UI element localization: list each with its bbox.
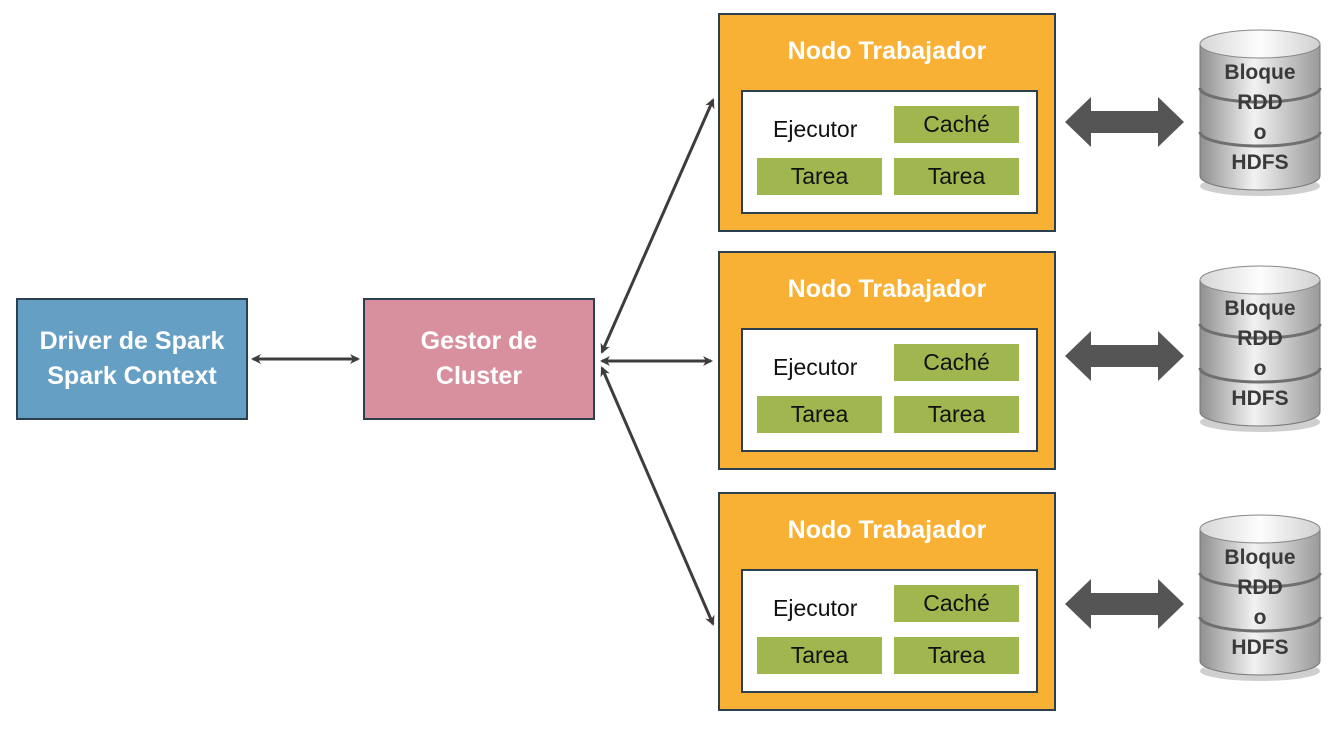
storage-label-line2: RDD: [1237, 91, 1283, 114]
worker-node-3: Nodo Trabajador Ejecutor Caché Tarea Tar…: [718, 492, 1056, 711]
cache-chip: Caché: [894, 106, 1019, 143]
task-chip: Tarea: [757, 637, 882, 674]
worker-title: Nodo Trabajador: [787, 37, 987, 65]
worker-title: Nodo Trabajador: [787, 516, 987, 544]
storage-label-line4: HDFS: [1231, 387, 1289, 410]
storage-label-line3: o: [1253, 357, 1267, 380]
worker-node-2: Nodo Trabajador Ejecutor Caché Tarea Tar…: [718, 251, 1056, 470]
arrow-cluster-worker-3: [600, 366, 715, 626]
task-chip: Tarea: [757, 396, 882, 433]
executor-panel: Ejecutor Caché Tarea Tarea: [741, 569, 1038, 693]
executor-label: Ejecutor: [773, 116, 858, 142]
arrow-cluster-worker-1: [600, 98, 715, 354]
task-chip: Tarea: [757, 158, 882, 195]
storage-label-line1: Bloque: [1224, 546, 1296, 569]
storage-label-line4: HDFS: [1231, 151, 1289, 174]
storage-label-line1: Bloque: [1224, 61, 1296, 84]
storage-label-line3: o: [1253, 606, 1267, 629]
executor-panel: Ejecutor Caché Tarea Tarea: [741, 328, 1038, 452]
storage-database-1: Bloque RDD o HDFS: [1198, 26, 1322, 198]
cluster-label-line1: Gestor de: [420, 327, 538, 355]
storage-database-3: Bloque RDD o HDFS: [1198, 511, 1322, 683]
spark-driver-box: Driver de Spark Spark Context: [16, 298, 248, 420]
storage-label-line2: RDD: [1237, 576, 1283, 599]
database-icon: [1198, 29, 1322, 196]
cache-chip: Caché: [894, 344, 1019, 381]
storage-label-line4: HDFS: [1231, 636, 1289, 659]
executor-label: Ejecutor: [773, 354, 858, 380]
worker-node-1: Nodo Trabajador Ejecutor Caché Tarea Tar…: [718, 13, 1056, 232]
storage-label-line2: RDD: [1237, 327, 1283, 350]
fat-arrow-worker-3-storage: [1065, 579, 1184, 629]
cluster-manager-box: Gestor de Cluster: [363, 298, 595, 420]
database-icon: [1198, 265, 1322, 432]
task-chip: Tarea: [894, 637, 1019, 674]
cluster-label-line2: Cluster: [435, 362, 523, 390]
storage-label-line1: Bloque: [1224, 297, 1296, 320]
fat-arrow-worker-1-storage: [1065, 97, 1184, 147]
task-chip: Tarea: [894, 158, 1019, 195]
worker-title: Nodo Trabajador: [787, 275, 987, 303]
storage-database-2: Bloque RDD o HDFS: [1198, 262, 1322, 434]
cache-chip: Caché: [894, 585, 1019, 622]
database-icon: [1198, 514, 1322, 681]
driver-label-line1: Driver de Spark: [39, 327, 225, 355]
task-chip: Tarea: [894, 396, 1019, 433]
driver-label-line2: Spark Context: [47, 362, 217, 390]
executor-panel: Ejecutor Caché Tarea Tarea: [741, 90, 1038, 214]
fat-arrow-worker-2-storage: [1065, 331, 1184, 381]
executor-label: Ejecutor: [773, 595, 858, 621]
storage-label-line3: o: [1253, 121, 1267, 144]
